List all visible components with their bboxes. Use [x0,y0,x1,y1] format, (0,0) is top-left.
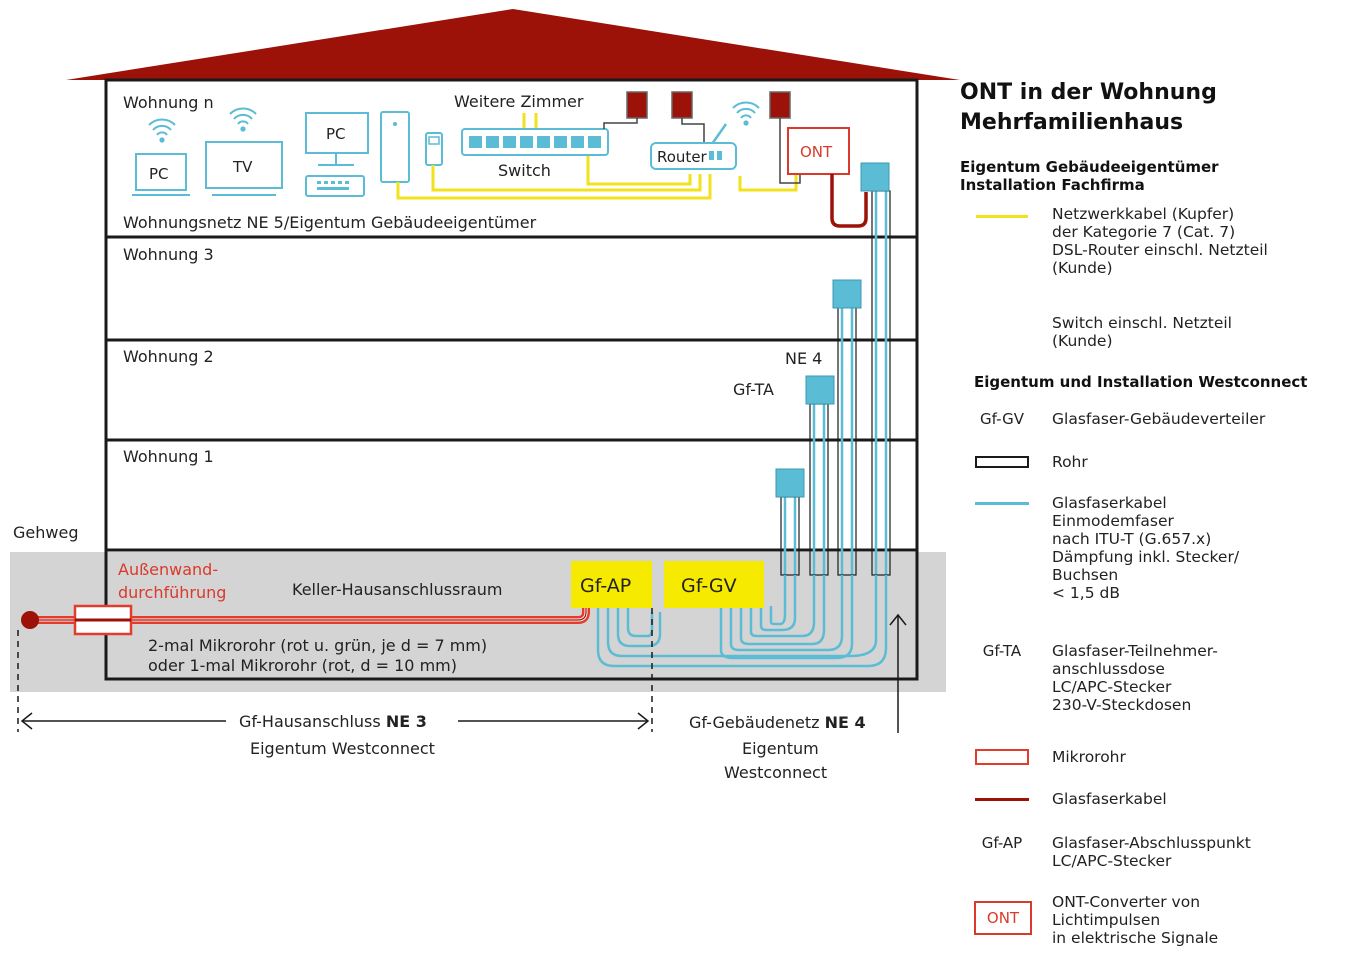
microtube-entry [30,608,590,624]
gf-gv-label: Gf-GV [681,575,737,597]
switch-ports [469,136,601,148]
further-rooms-label: Weitere Zimmer [454,92,584,111]
floor-top-label: Wohnung n [123,93,214,112]
legend-gf-ap-text: Glasfaser-Abschlusspunkt LC/APC-Stecker [1052,834,1251,870]
gf-ap-label: Gf-AP [580,575,631,597]
building-network-owner-2: Westconnect [724,763,827,782]
microtube-label-2: oder 1-mal Mikrorohr (rot, d = 10 mm) [148,656,457,675]
floor-dividers [106,235,917,552]
floor-3-label: Wohnung 3 [123,245,214,264]
ont-device [787,127,850,175]
fiber-red-symbol [970,788,1034,810]
legend-title-line-2: Mehrfamilienhaus [960,110,1184,135]
gf-ta-label: Gf-TA [733,380,774,399]
pipe-symbol [970,451,1034,473]
ne4-label: NE 4 [785,349,822,368]
pc-desk-label: PC [326,125,346,143]
fiber-cable-symbol [970,492,1034,514]
legend-gf-ap-abbr: Gf-AP [981,834,1023,852]
room-socket-icons [626,91,791,119]
switch-label: Switch [498,161,551,180]
microtube-label-1: 2-mal Mikrorohr (rot u. grün, je d = 7 m… [148,636,487,655]
house-connection-owner: Eigentum Westconnect [250,739,435,758]
copper-cable-symbol [970,205,1034,227]
building-network-owner-1: Eigentum [742,739,819,758]
floor-1-label: Wohnung 1 [123,447,214,466]
fiber-risers [783,191,888,575]
legend-gf-gv-abbr: Gf-GV [980,410,1024,428]
tv-icon [205,141,283,189]
legend-switch-text: Switch einschl. Netzteil (Kunde) [1052,314,1232,350]
legend-section-1-line-1: Eigentum Gebäudeeigentümer [960,158,1219,176]
keyboard-icon [305,175,365,197]
legend-gf-gv-text: Glasfaser-Gebäudeverteiler [1052,410,1266,428]
gf-ta-boxes [775,162,890,498]
legend-fiber-text: Glasfaserkabel Einmodemfaser nach ITU-T … [1052,494,1240,602]
legend-fiber-red-text: Glasfaserkabel [1052,790,1167,808]
legend-gf-ta-abbr: Gf-TA [982,642,1022,660]
floor-2-label: Wohnung 2 [123,347,214,366]
house-connection-arrow [20,712,650,730]
wifi-icon [148,118,176,143]
building-outline [104,78,919,681]
wifi-icon [732,101,760,126]
wall-passage-label-2: durchführung [118,583,226,602]
ont-symbol: ONT [974,901,1032,935]
floor-top-network-label: Wohnungsnetz NE 5/Eigentum Gebäudeeigent… [123,213,537,232]
street-connection-point [21,611,39,629]
wifi-icon [229,107,257,132]
fiber-red-cable [830,174,868,228]
gf-gv-box [664,561,764,608]
roof [66,9,960,80]
house-connection-label: Gf-Hausanschluss NE 3 [239,712,427,731]
socket-wires [603,118,801,184]
legend-gf-ta-text: Glasfaser-Teilnehmer- anschlussdose LC/A… [1052,642,1218,714]
legend-copper-cable-text: Netzwerkkabel (Kupfer) der Kategorie 7 (… [1052,205,1268,277]
pipe-outlines [780,190,891,576]
legend-microtube-text: Mikrorohr [1052,748,1126,766]
legend-pipe-text: Rohr [1052,453,1088,471]
building-network-label: Gf-Gebäudenetz NE 4 [689,713,866,732]
router-icon [650,142,737,170]
tower-device-icon [380,111,410,183]
wall-passage-label-1: Außenwand- [118,560,218,579]
legend-ont-text: ONT-Converter von Lichtimpulsen in elekt… [1052,893,1219,947]
basement-label: Keller-Hausanschlussraum [292,580,503,599]
gf-ap-box [571,561,652,608]
microtube-symbol [970,746,1034,768]
pc-monitor-icon [135,153,187,191]
legend-panel: ONT in der Wohnung Mehrfamilienhaus [960,78,1340,138]
ont-device-label: ONT [800,143,833,161]
legend-section-1-line-2: Installation Fachfirma [960,176,1145,194]
building-network-arrow [889,613,907,733]
legend-section-2: Eigentum und Installation Westconnect [974,373,1308,391]
legend-title-line-1: ONT in der Wohnung [960,80,1217,105]
switch-icon [461,128,609,156]
sidewalk-label: Gehweg [13,523,78,542]
copper-cables [396,113,798,200]
router-label: Router [657,148,708,166]
tv-label: TV [232,158,253,176]
boundary-markers [17,608,653,732]
basement-fiber-cables [596,575,888,668]
pc-left-label: PC [149,165,169,183]
